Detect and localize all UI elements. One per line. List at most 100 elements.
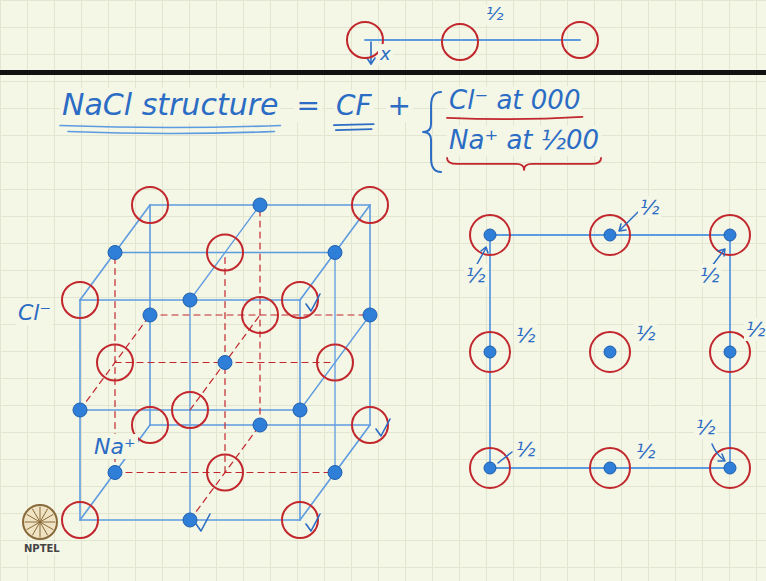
chloride-circle (442, 24, 478, 60)
axis-line (365, 39, 580, 41)
sodium-ion (293, 403, 307, 417)
cf-underline (336, 129, 372, 130)
title-underline (60, 126, 280, 128)
face-midline (300, 315, 370, 410)
height-label: ½ (634, 322, 657, 345)
chloride-ion (97, 345, 133, 381)
sodium-ion (724, 346, 736, 358)
sodium-ion (724, 229, 736, 241)
leader-arrow-head (718, 454, 725, 461)
logo-spoke (40, 515, 53, 523)
sodium-ion (724, 462, 736, 474)
cf-underline (334, 124, 374, 125)
check-mark (306, 294, 320, 311)
sodium-ion (143, 308, 157, 322)
sodium-ion (484, 346, 496, 358)
logo-spoke (40, 522, 41, 537)
height-label: ½ (514, 324, 537, 347)
slide-heading: NaCl structure (60, 88, 280, 123)
basis-under-brace (447, 158, 601, 170)
basis-brace (423, 92, 441, 172)
leader-arrow (712, 444, 724, 460)
sodium-ion (363, 308, 377, 322)
height-label: ½ (698, 264, 721, 287)
top-strip (347, 22, 598, 64)
fraction-label: ½ (484, 4, 505, 25)
sodium-ion (604, 462, 616, 474)
chloride-ion (710, 215, 750, 255)
basis-atom: Na⁺ at ½00 (447, 126, 601, 156)
chloride-ion (207, 455, 243, 491)
hidden-midline (259, 205, 260, 425)
sodium-ion (73, 403, 87, 417)
face-midline (115, 252, 335, 253)
height-label: ½ (634, 440, 657, 463)
chloride-ion (282, 282, 318, 318)
chloride-ion (710, 448, 750, 488)
watermark: NPTEL (22, 543, 62, 555)
chloride-ion (352, 407, 388, 443)
plus-sign: + (386, 90, 413, 122)
logo-spoke (40, 507, 41, 522)
logo-spoke (27, 522, 40, 530)
chloride-ion (132, 187, 168, 223)
chloride-ion (282, 502, 318, 538)
chloride-ion (470, 332, 510, 372)
x-arrow-head (367, 58, 375, 64)
chloride-ion (470, 215, 510, 255)
sodium-ion (183, 513, 197, 527)
check-mark (306, 514, 320, 531)
equals-sign: = (294, 90, 321, 122)
sodium-ion (253, 418, 267, 432)
ion-label: Na⁺ (92, 434, 138, 459)
nptel-logo (23, 505, 57, 539)
chloride-ion (590, 448, 630, 488)
sodium-ion (108, 466, 122, 480)
logo-spoke (40, 522, 48, 535)
chloride-ion (590, 332, 630, 372)
leader-arrow-head (619, 224, 626, 231)
logo-spoke (40, 522, 55, 523)
chloride-ion (172, 392, 208, 428)
sodium-ion (328, 466, 342, 480)
separator-bar (0, 70, 766, 75)
chloride-ion (207, 235, 243, 271)
chloride-ion (590, 215, 630, 255)
sodium-ion (484, 229, 496, 241)
sodium-ion (484, 462, 496, 474)
logo-wheel (23, 505, 57, 539)
sodium-ion (253, 198, 267, 212)
structure-abbrev: CF (334, 90, 374, 122)
leader-arrow-head (718, 249, 725, 256)
sodium-ion (218, 356, 232, 370)
height-label: ½ (514, 438, 537, 461)
height-label: ½ (638, 196, 661, 219)
chloride-ion (470, 448, 510, 488)
chloride-ion (317, 345, 353, 381)
chloride-ion (62, 282, 98, 318)
basis-atom: Cl⁻ at 000 (447, 86, 582, 116)
sodium-ion (183, 293, 197, 307)
projection-square (470, 212, 750, 488)
chloride-circle (562, 22, 598, 58)
square-outline (490, 235, 730, 468)
sodium-ion (604, 346, 616, 358)
title-underline (68, 132, 274, 134)
leader-arrow-head (481, 247, 488, 253)
chloride-ion (242, 297, 278, 333)
chloride-ion (352, 187, 388, 223)
sodium-ion (328, 246, 342, 260)
chloride-ion (62, 502, 98, 538)
basis-underline (447, 117, 582, 119)
leader-arrow (498, 452, 512, 463)
axis-label: x (378, 44, 393, 65)
leader-arrow (620, 212, 638, 230)
check-mark (196, 514, 210, 531)
height-label: ½ (464, 264, 487, 287)
x-arrow (370, 42, 372, 64)
logo-spoke (25, 522, 40, 523)
sodium-ion (108, 246, 122, 260)
height-label: ½ (694, 416, 717, 439)
logo-spoke (33, 509, 41, 522)
